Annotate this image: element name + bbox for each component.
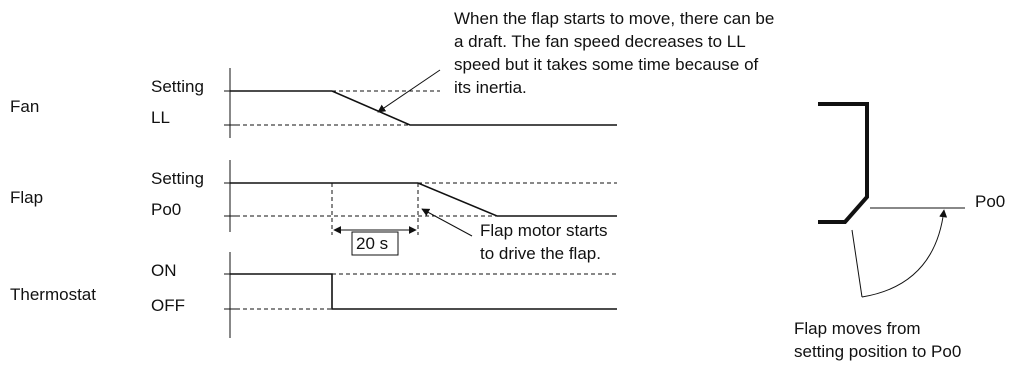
flap-movement-note: Flap moves from setting position to Po0 xyxy=(794,317,961,363)
flap-signal xyxy=(224,160,617,235)
flap-level-setting: Setting xyxy=(151,169,204,188)
draft-note-line: a draft. The fan speed decreases to LL xyxy=(454,32,746,51)
flap-motor-note: Flap motor starts to drive the flap. xyxy=(480,219,608,265)
draft-note-line: When the flap starts to move, there can … xyxy=(454,9,775,28)
flap-motor-note-line: to drive the flap. xyxy=(480,244,601,263)
row-label-fan: Fan xyxy=(10,97,40,116)
delay-dimension xyxy=(333,226,417,256)
flap-level-po0: Po0 xyxy=(151,200,182,219)
flap-position-label: Po0 xyxy=(975,192,1006,211)
delay-label: 20 s xyxy=(356,234,389,253)
flap-shape xyxy=(818,102,965,298)
row-label-flap: Flap xyxy=(10,188,44,207)
flap-movement-note-line: Flap moves from xyxy=(794,319,921,338)
flap-movement-note-line: setting position to Po0 xyxy=(794,342,962,361)
draft-note-line: speed but it takes some time because of xyxy=(454,55,759,74)
row-label-thermostat: Thermostat xyxy=(10,285,96,304)
thermostat-level-on: ON xyxy=(151,261,177,280)
flap-motor-note-line: Flap motor starts xyxy=(480,221,608,240)
thermostat-signal xyxy=(224,252,617,338)
fan-level-setting: Setting xyxy=(151,77,204,96)
thermostat-level-off: OFF xyxy=(151,296,185,315)
fan-level-ll: LL xyxy=(151,108,170,127)
fan-signal xyxy=(224,68,617,138)
draft-note: When the flap starts to move, there can … xyxy=(454,7,774,99)
draft-note-arrow xyxy=(377,69,441,113)
draft-note-line: its inertia. xyxy=(454,78,527,97)
flap-motor-note-arrow xyxy=(421,208,473,237)
